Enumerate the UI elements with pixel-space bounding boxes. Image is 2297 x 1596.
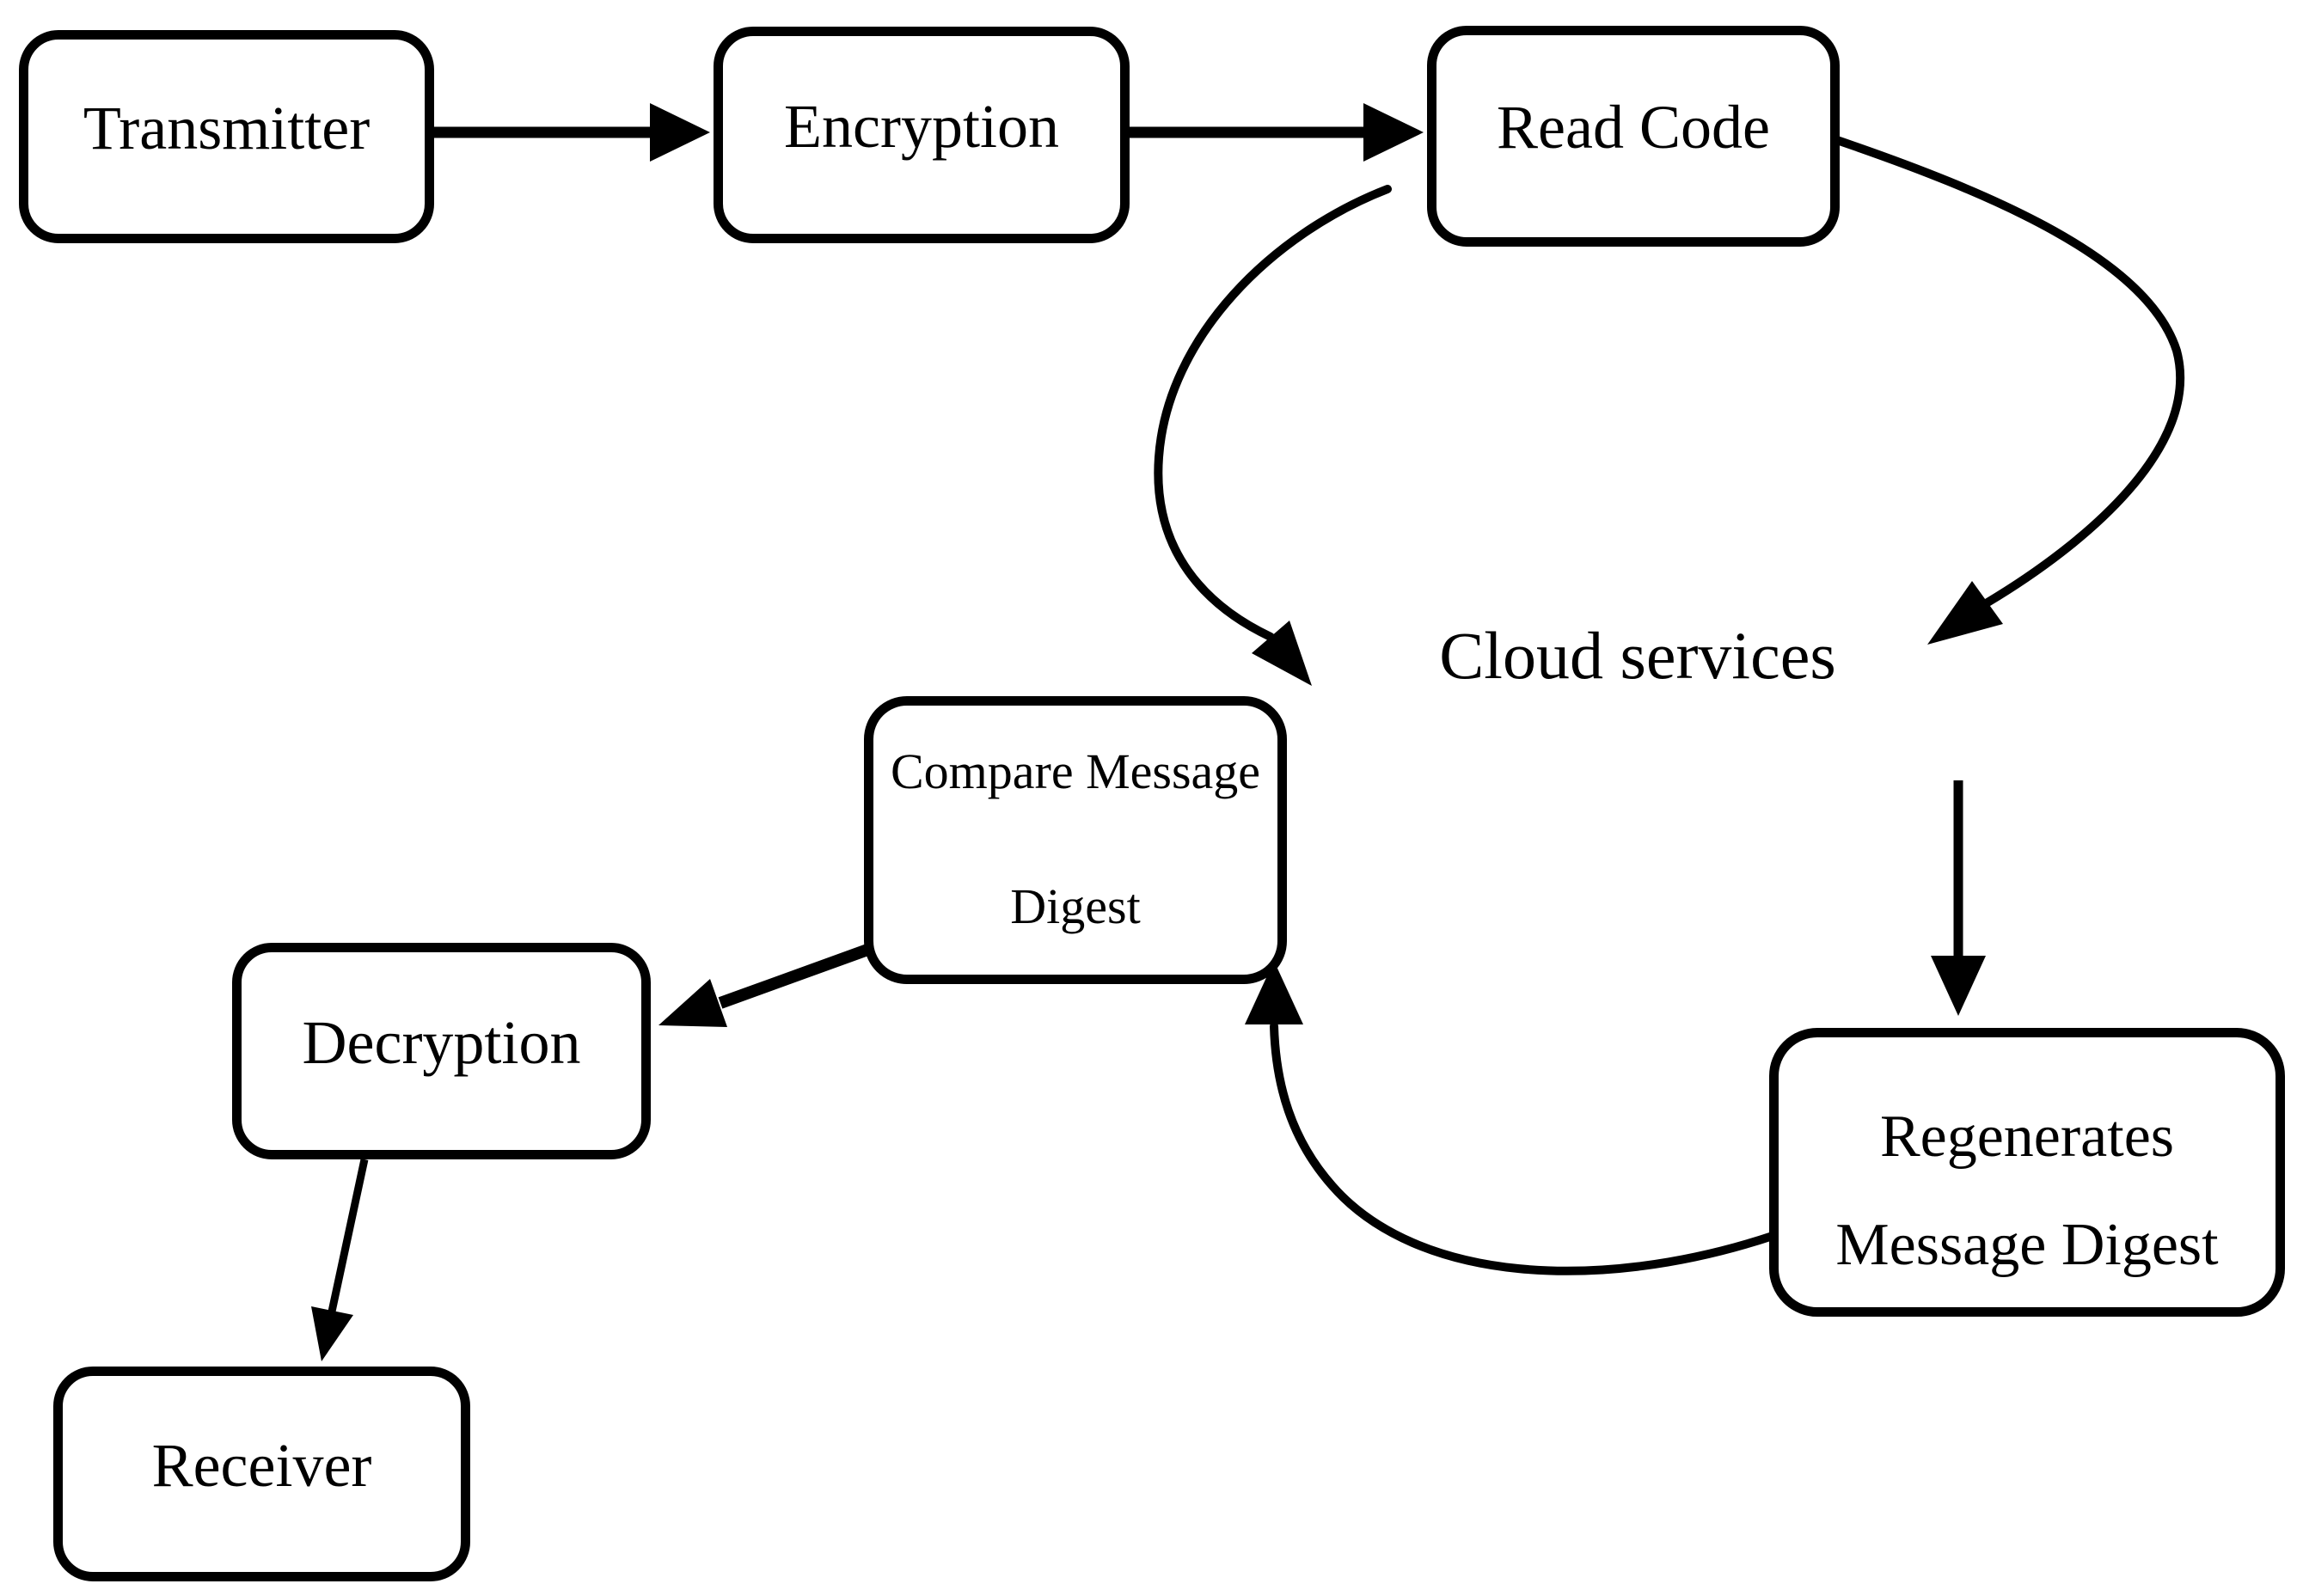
arrowhead-read-code-cloud-left: [1252, 621, 1312, 686]
node-cloud-services-shape: [1313, 535, 1963, 935]
edge-read-code-cloud-right: [1825, 133, 2185, 607]
node-regenerates-line2: Message Digest: [1835, 1212, 2219, 1278]
node-transmitter-label: Transmitter: [83, 93, 371, 162]
edge-regenerates-compare: [1270, 1022, 1777, 1275]
node-regenerates-line1: Regenerates: [1879, 1104, 2175, 1170]
node-cloud-services-label: Cloud services: [1313, 619, 1963, 693]
arrowhead-regenerates-compare: [1245, 961, 1303, 1024]
node-compare-line1: Compare Message: [890, 743, 1261, 799]
edge-read-code-cloud-left: [1154, 185, 1392, 641]
arrowhead-cloud-regenerates: [1931, 956, 1986, 1016]
node-receiver-label: Receiver: [151, 1430, 372, 1500]
node-encryption-label: Encryption: [784, 91, 1059, 161]
node-decryption-label: Decryption: [302, 1007, 581, 1077]
arrowhead-compare-decryption: [658, 979, 727, 1027]
node-receiver: Receiver: [53, 1367, 470, 1581]
node-regenerates-message-digest: Regenerates Message Digest: [1769, 1028, 2285, 1317]
node-transmitter: Transmitter: [19, 30, 434, 243]
node-encryption: Encryption: [714, 27, 1130, 243]
edge-compare-decryption: [718, 943, 873, 1009]
node-compare-message-digest: Compare Message Digest: [864, 696, 1287, 984]
arrowhead-encryption-read-code: [1363, 103, 1424, 162]
node-read-code-label: Read Code: [1497, 93, 1770, 162]
node-compare-line2: Digest: [1010, 878, 1141, 935]
node-decryption: Decryption: [232, 943, 651, 1159]
arrowhead-read-code-cloud-right: [1927, 581, 2003, 645]
arrowhead-decryption-receiver: [311, 1306, 353, 1361]
arrowhead-transmitter-encryption: [650, 103, 710, 162]
edge-decryption-receiver: [328, 1159, 369, 1312]
cloud-services-text: Cloud services: [1439, 618, 1836, 693]
node-read-code: Read Code: [1427, 26, 1840, 247]
